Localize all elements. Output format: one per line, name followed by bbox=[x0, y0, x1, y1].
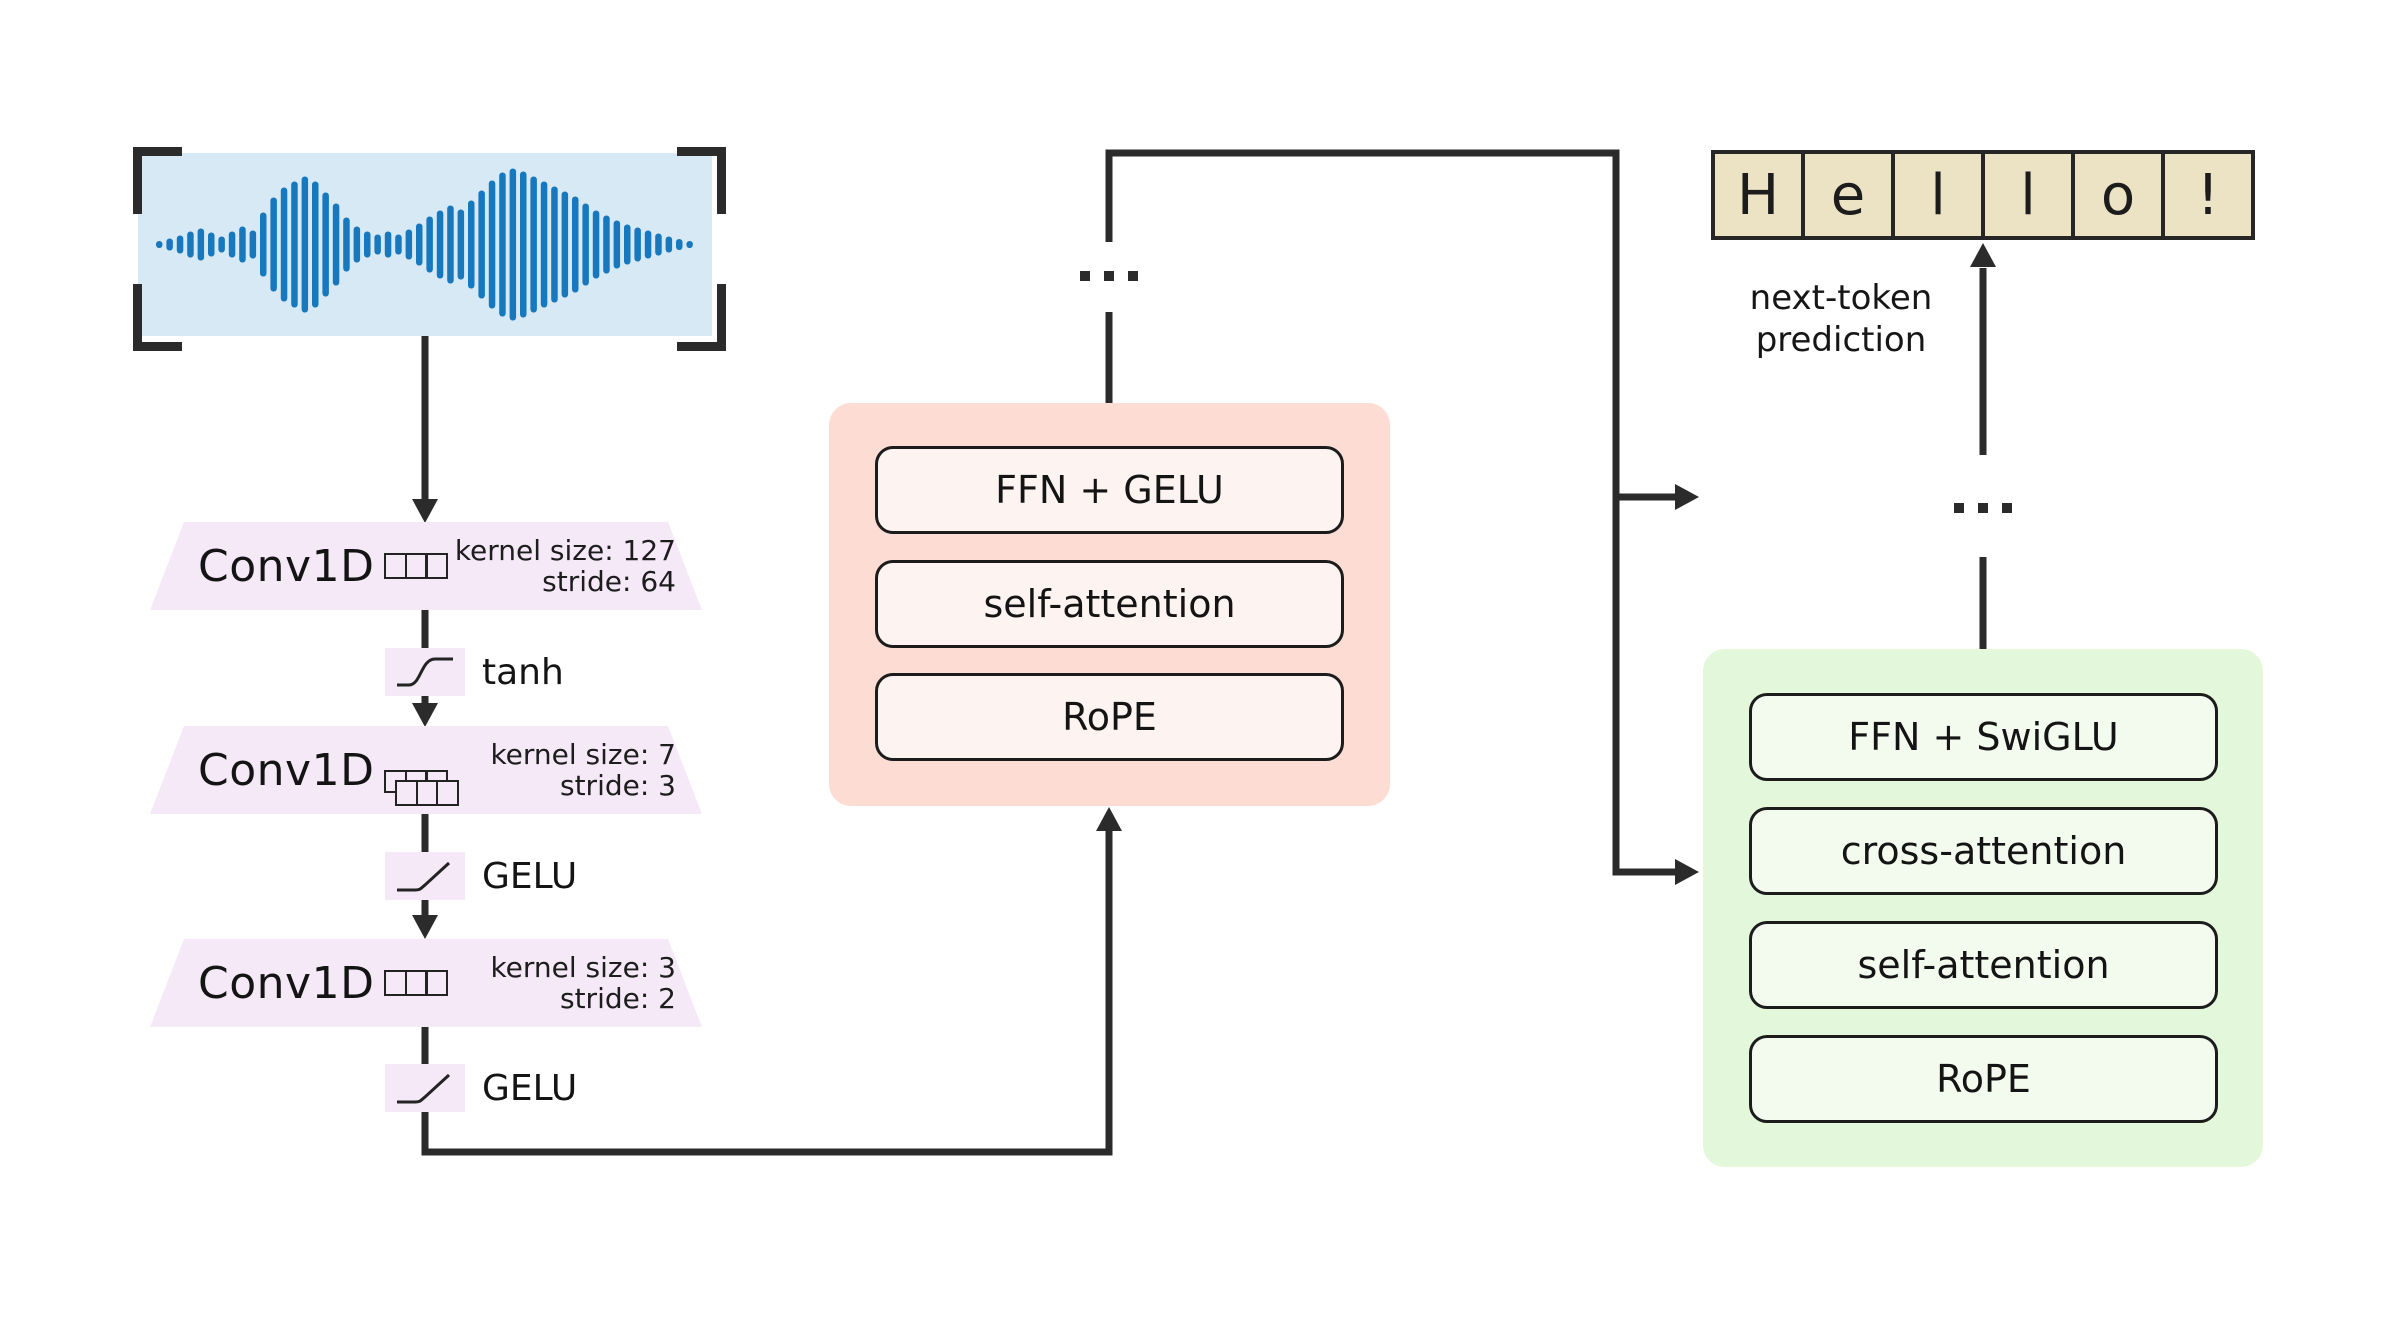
kernel-size-text: kernel size: 127 bbox=[454, 534, 676, 567]
activation-label: tanh bbox=[482, 651, 564, 693]
bracket-icon bbox=[133, 147, 182, 214]
decoder-block: FFN + SwiGLU cross-attention self-attent… bbox=[1703, 649, 2263, 1167]
audio-input-panel bbox=[138, 153, 712, 336]
decoder-to-tokens-arrow bbox=[1970, 243, 1996, 455]
kernel-size-text: kernel size: 7 bbox=[490, 738, 676, 771]
gelu-curve-icon bbox=[397, 861, 451, 892]
token-cell: l bbox=[1981, 150, 2075, 240]
token-cell: e bbox=[1801, 150, 1895, 240]
waveform-bars bbox=[156, 168, 693, 321]
conv1d-layer-2: Conv1D kernel size: 7 stride: 3 bbox=[150, 726, 702, 814]
ellipsis-icon bbox=[1954, 503, 2012, 513]
conv1d-layer-1: Conv1D kernel size: 127 stride: 64 bbox=[150, 522, 702, 610]
conv-layer-label: Conv1D bbox=[198, 540, 375, 592]
decoder-layer-ffn: FFN + SwiGLU bbox=[1749, 693, 2218, 781]
activation-label: GELU bbox=[482, 1067, 578, 1109]
encoder-block: FFN + GELU self-attention RoPE bbox=[829, 403, 1390, 806]
bracket-icon bbox=[133, 284, 182, 351]
bracket-icon bbox=[677, 147, 726, 214]
stride-text: stride: 2 bbox=[559, 982, 676, 1015]
kernel-annotation: kernel size: 7 stride: 3 bbox=[490, 739, 676, 801]
activation-label: GELU bbox=[482, 855, 578, 897]
output-token-strip: H e l l o ! bbox=[1711, 150, 2255, 240]
stride-text: stride: 3 bbox=[559, 769, 676, 802]
kernel-3-cells-icon bbox=[384, 553, 448, 579]
conv1d-layer-3: Conv1D kernel size: 3 stride: 2 bbox=[150, 939, 702, 1027]
ellipsis-icon bbox=[1080, 271, 1138, 281]
activation-chip-gelu bbox=[385, 852, 465, 900]
tanh-curve-icon bbox=[397, 657, 453, 687]
encoder-to-decoder-route bbox=[1105, 149, 1699, 885]
encoder-layer-self-attention: self-attention bbox=[875, 560, 1344, 648]
kernel-3-cells-icon bbox=[384, 970, 448, 996]
stride-text: stride: 64 bbox=[542, 565, 676, 598]
encoder-layer-ffn: FFN + GELU bbox=[875, 446, 1344, 534]
token-cell: H bbox=[1711, 150, 1805, 240]
conv-layer-label: Conv1D bbox=[198, 744, 375, 796]
activation-chip-gelu bbox=[385, 1064, 465, 1112]
kernel-size-text: kernel size: 3 bbox=[490, 951, 676, 984]
encoder-layer-rope: RoPE bbox=[875, 673, 1344, 761]
activation-chip-tanh bbox=[385, 648, 465, 696]
decoder-layer-cross-attention: cross-attention bbox=[1749, 807, 2218, 895]
waveform-to-conv1-arrow bbox=[412, 336, 438, 523]
kernel-annotation: kernel size: 3 stride: 2 bbox=[490, 952, 676, 1014]
gelu-curve-icon bbox=[397, 1073, 451, 1104]
tanh-to-conv2-arrow bbox=[412, 696, 438, 727]
encoder-to-upper-decoder-arrow bbox=[1616, 484, 1699, 510]
next-token-prediction-label: next-token prediction bbox=[1749, 278, 1933, 360]
decoder-layer-rope: RoPE bbox=[1749, 1035, 2218, 1123]
token-cell: ! bbox=[2161, 150, 2255, 240]
conv-layer-label: Conv1D bbox=[198, 957, 375, 1009]
token-cell: l bbox=[1891, 150, 1985, 240]
gelu2-to-encoder-arrow bbox=[421, 807, 1122, 1156]
gelu-to-conv3-arrow bbox=[412, 900, 438, 939]
token-cell: o bbox=[2071, 150, 2165, 240]
kernel-annotation: kernel size: 127 stride: 64 bbox=[455, 535, 676, 597]
decoder-layer-self-attention: self-attention bbox=[1749, 921, 2218, 1009]
bracket-icon bbox=[677, 284, 726, 351]
